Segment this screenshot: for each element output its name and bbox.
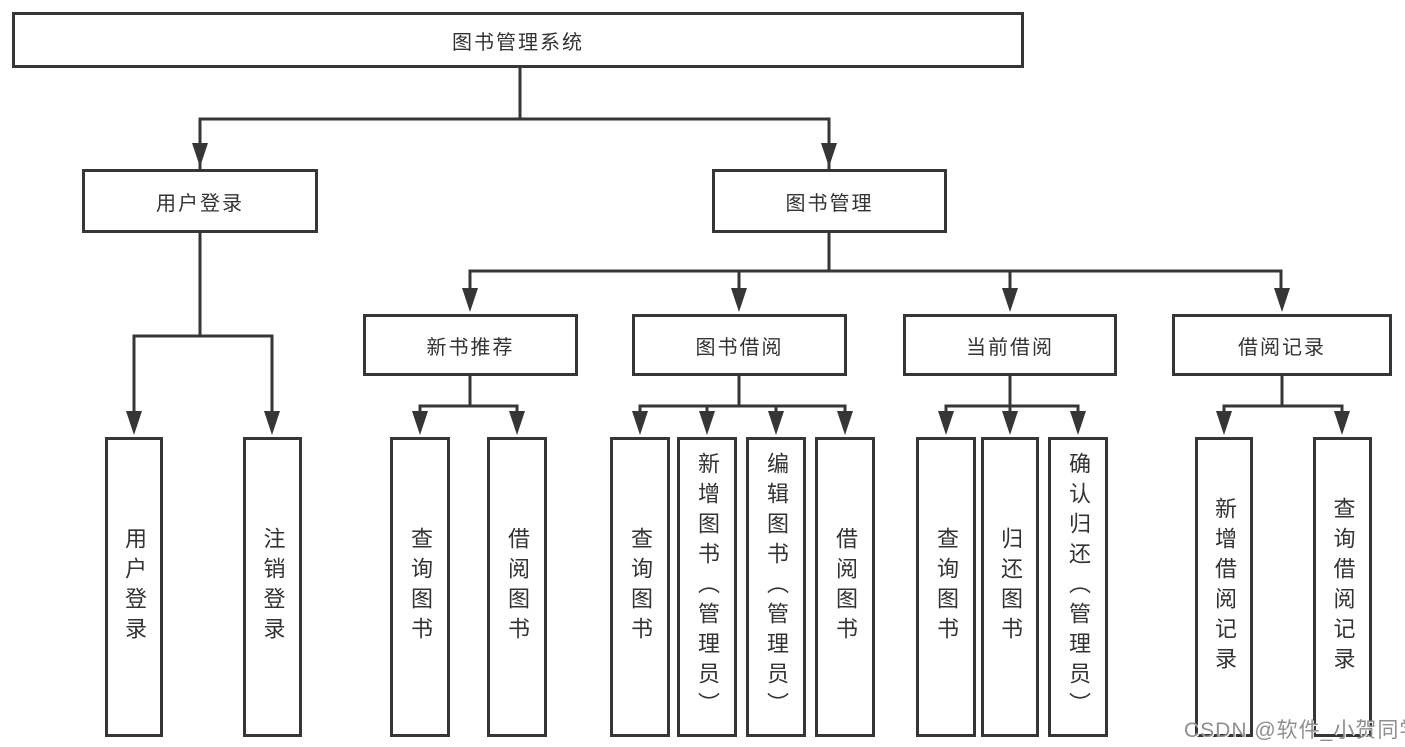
node-label: 查询图书 <box>408 527 433 647</box>
node-label: 新书推荐 <box>426 336 515 359</box>
node-book-management: 图书管理 <box>712 169 947 233</box>
node-label: 新增图书（管理员） <box>695 452 720 722</box>
leaf-return-book: 归还图书 <box>981 437 1039 737</box>
leaf-query-borrow-record: 查询借阅记录 <box>1313 437 1372 737</box>
arrowhead-icon <box>938 411 954 435</box>
leaf-query-books-recommend: 查询图书 <box>390 437 450 737</box>
arrowhead-icon <box>192 143 208 167</box>
arrowhead-icon <box>837 411 853 435</box>
leaf-logout: 注销登录 <box>243 437 302 737</box>
leaf-query-books-current: 查询图书 <box>916 437 976 737</box>
node-borrowing-records: 借阅记录 <box>1172 314 1392 376</box>
node-label: 查询图书 <box>934 527 959 647</box>
node-book-borrowing: 图书借阅 <box>632 314 847 376</box>
node-label: 借阅图书 <box>505 527 530 647</box>
arrowhead-icon <box>731 288 747 312</box>
node-label: 借阅图书 <box>833 527 858 647</box>
leaf-add-borrow-record: 新增借阅记录 <box>1195 437 1253 737</box>
leaf-borrow-books-recommend: 借阅图书 <box>487 437 547 737</box>
node-library-management-system: 图书管理系统 <box>12 12 1024 68</box>
arrowhead-icon <box>462 288 478 312</box>
arrowhead-icon <box>412 411 428 435</box>
node-label: 用户登录 <box>156 192 244 215</box>
arrowhead-icon <box>821 143 837 167</box>
node-current-borrowing: 当前借阅 <box>903 314 1117 376</box>
leaf-borrow-books-borrowing: 借阅图书 <box>815 437 875 737</box>
leaf-add-book-admin: 新增图书（管理员） <box>677 437 737 737</box>
arrowhead-icon <box>1216 411 1232 435</box>
arrowhead-icon <box>1002 411 1018 435</box>
leaf-edit-book-admin: 编辑图书（管理员） <box>746 437 806 737</box>
leaf-confirm-return-admin: 确认归还（管理员） <box>1048 437 1108 737</box>
node-label: 归还图书 <box>998 527 1023 647</box>
arrowhead-icon <box>509 411 525 435</box>
arrowhead-icon <box>126 411 142 435</box>
arrowhead-icon <box>1002 288 1018 312</box>
node-label: 确认归还（管理员） <box>1066 452 1091 722</box>
arrowhead-icon <box>1334 411 1350 435</box>
arrowhead-icon <box>768 411 784 435</box>
arrowhead-icon <box>1274 288 1290 312</box>
arrowhead-icon <box>632 411 648 435</box>
node-label: 图书管理 <box>785 192 874 215</box>
leaf-user-login: 用户登录 <box>105 437 163 737</box>
arrowhead-icon <box>264 411 280 435</box>
node-label: 图书管理系统 <box>452 31 584 54</box>
node-label: 用户登录 <box>122 527 147 647</box>
arrowhead-icon <box>1070 411 1086 435</box>
leaf-query-books-borrowing: 查询图书 <box>610 437 670 737</box>
node-label: 图书借阅 <box>695 336 784 359</box>
node-new-book-recommendation: 新书推荐 <box>363 314 578 376</box>
node-label: 查询借阅记录 <box>1330 497 1356 677</box>
node-user-login: 用户登录 <box>82 169 318 233</box>
node-label: 借阅记录 <box>1238 336 1326 359</box>
watermark: CSDN @软件_小贺同学 <box>1184 719 1405 742</box>
node-label: 注销登录 <box>260 527 286 647</box>
arrowhead-icon <box>699 411 715 435</box>
node-label: 当前借阅 <box>966 336 1054 359</box>
node-label: 新增借阅记录 <box>1212 497 1237 677</box>
node-label: 查询图书 <box>628 527 653 647</box>
node-label: 编辑图书（管理员） <box>764 452 789 722</box>
